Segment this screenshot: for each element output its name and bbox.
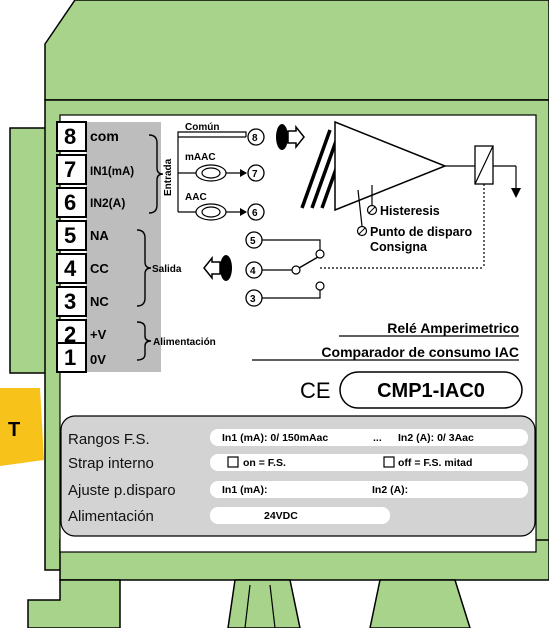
spec-panel: Rangos F.S. In1 (mA): 0/ 150mAac ... In2… (60, 415, 536, 537)
badge-text: T (8, 419, 20, 441)
entrada-label: Entrada (163, 158, 174, 196)
ajuste-label: Ajuste p.disparo (68, 482, 176, 499)
hysteresis-pot: Histeresis (366, 185, 440, 218)
histeresis-label: Histeresis (380, 204, 440, 218)
salida-label: Salida (152, 264, 182, 275)
yellow-badge: T (0, 388, 44, 466)
ct-aac-icon (195, 203, 227, 221)
terminal-number: 8 (64, 124, 76, 149)
terminal-number: 5 (64, 223, 76, 248)
terminal-label: com (90, 128, 119, 144)
terminal-2: 2 +V (56, 319, 107, 350)
relay-coil-icon (320, 145, 521, 269)
terminal-strip (86, 122, 161, 372)
strap-on-checkbox (227, 456, 239, 468)
node-3: 3 (250, 294, 256, 305)
terminal-number: 7 (64, 157, 76, 182)
rangos-in2: In2 (A): 0/ 3Aac (398, 432, 474, 444)
terminal-label: +V (90, 327, 107, 342)
node-8: 8 (252, 133, 258, 144)
terminal-4: 4 CC (56, 253, 109, 284)
output-contacts: 5 4 3 (245, 231, 325, 307)
terminal-label: CC (90, 261, 109, 276)
maac-label: mAAC (185, 152, 216, 163)
terminal-number: 2 (64, 322, 76, 347)
terminal-3: 3 NC (56, 286, 109, 317)
terminal-label: IN1(mA) (90, 166, 134, 178)
node-5: 5 (250, 236, 256, 247)
terminal-8: 8 com (56, 121, 119, 152)
terminal-number: 3 (64, 289, 76, 314)
rangos-sep: ... (373, 432, 382, 444)
product-subtitle: Comparador de consumo IAC (321, 344, 519, 360)
trip-point-pot: Punto de disparo Consigna (356, 189, 472, 254)
ct-maac-icon (195, 164, 227, 182)
ajuste-in2: In2 (A): (372, 484, 408, 496)
terminal-6: 6 IN2(A) (56, 187, 125, 218)
node-4: 4 (250, 266, 256, 277)
alimentacion-label: Alimentación (153, 337, 216, 348)
strap-off-checkbox (383, 456, 395, 468)
rangos-label: Rangos F.S. (68, 431, 150, 448)
strap-off: off = F.S. mitad (398, 457, 472, 469)
node-6: 6 (252, 208, 258, 219)
ajuste-in1: In1 (mA): (222, 484, 268, 496)
rangos-in1: In1 (mA): 0/ 150mAac (222, 432, 328, 444)
model-name: CMP1-IAC0 (377, 380, 485, 402)
terminal-label: IN2(A) (90, 196, 125, 210)
ce-mark: CE (300, 378, 331, 403)
product-title: Relé Amperimetrico (387, 320, 519, 336)
group-braces (136, 134, 164, 361)
terminal-number: 4 (64, 256, 77, 281)
terminal-label: 0V (90, 352, 106, 367)
terminal-number: 6 (64, 190, 76, 215)
output-hand-icon (203, 255, 232, 281)
comun-label: Común (185, 122, 219, 133)
model-badge (339, 371, 523, 409)
terminal-label: NA (90, 228, 109, 243)
terminal-7: 7 IN1(mA) (56, 154, 134, 185)
alim-value: 24VDC (264, 510, 298, 522)
comparator-icon (334, 120, 448, 212)
aac-label: AAC (185, 192, 207, 203)
strap-on: on = F.S. (243, 457, 286, 469)
terminal-block: 8 com 7 IN1(mA) 6 IN2(A) 5 NA 4 CC 3 NC (56, 121, 134, 373)
punto-disparo-label: Punto de disparo (370, 225, 472, 239)
input-section: Común 8 mAAC 7 AAC 6 (177, 122, 265, 221)
alim-label: Alimentación (68, 508, 154, 525)
input-hand-icon (276, 124, 305, 150)
node-7: 7 (252, 169, 258, 180)
consigna-label: Consigna (370, 240, 428, 254)
strap-label: Strap interno (68, 455, 154, 472)
terminal-1: 1 0V (56, 342, 106, 373)
terminal-label: NC (90, 294, 109, 309)
terminal-number: 1 (64, 345, 76, 370)
terminal-5: 5 NA (56, 220, 109, 251)
